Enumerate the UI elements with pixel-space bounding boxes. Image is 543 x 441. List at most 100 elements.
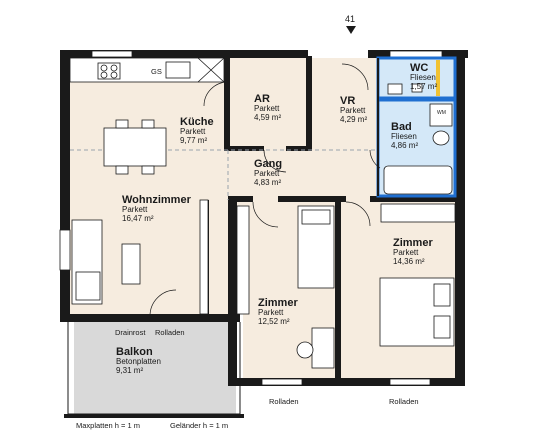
wall-top-left xyxy=(60,50,228,58)
balcony-slab-edge xyxy=(64,414,244,418)
room-name: WC xyxy=(410,62,429,74)
room-floor: Parkett xyxy=(122,205,148,215)
wall-left xyxy=(60,50,70,320)
gs-label: GS xyxy=(151,67,162,76)
window-zimmer2 xyxy=(389,378,431,386)
desk xyxy=(311,327,335,369)
room-gang: Gang Parkett 4,83 m² xyxy=(254,158,282,188)
room-vr: VR Parkett 4,29 m² xyxy=(340,95,367,125)
wall-zimmer-split xyxy=(335,200,341,380)
burner xyxy=(100,64,108,72)
room-area: 4,86 m² xyxy=(391,141,419,151)
balkon-floor xyxy=(74,320,236,418)
wall-ar-vr xyxy=(306,56,312,150)
room-area: 16,47 m² xyxy=(122,214,154,224)
room-floor: Parkett xyxy=(258,308,284,318)
door-ar xyxy=(203,81,229,107)
sofa-seat xyxy=(75,271,101,301)
room-floor: Parkett xyxy=(254,104,280,114)
room-area: 14,36 m² xyxy=(393,257,425,267)
wall-ar-left xyxy=(224,56,230,150)
rolladen-zimmer1-label: Rolladen xyxy=(269,397,299,406)
wall-bottom xyxy=(236,378,465,386)
door-zimmer2 xyxy=(345,201,371,227)
room-name: Küche xyxy=(180,116,214,128)
room-wc: WC Fliesen 1,57 m² xyxy=(410,62,437,92)
counter xyxy=(69,57,225,83)
room-floor: Betonplatten xyxy=(116,357,161,367)
room-zimmer1: Zimmer Parkett 12,52 m² xyxy=(258,297,298,327)
chair xyxy=(141,165,155,175)
door-gang xyxy=(263,149,287,173)
wall-ar-bottom-b xyxy=(286,146,312,151)
chair xyxy=(141,119,155,129)
room-area: 9,77 m² xyxy=(180,136,208,146)
room-balkon: Balkon Betonplatten 9,31 m² xyxy=(116,346,161,376)
zimmer2-furniture xyxy=(379,203,456,347)
room-area: 4,29 m² xyxy=(340,115,368,125)
wall-gang-bottom-a xyxy=(228,196,253,202)
desk-chair xyxy=(296,341,314,359)
room-name: Wohnzimmer xyxy=(122,194,191,206)
axis-label: 41 xyxy=(345,14,356,24)
burner xyxy=(110,71,118,79)
wardrobe-zimmer2 xyxy=(380,203,456,223)
window-wc xyxy=(389,50,443,58)
drainrost-label: Drainrost xyxy=(115,328,146,337)
door-bad xyxy=(369,149,381,169)
window-zimmer1 xyxy=(261,378,303,386)
gelaender-label: Geländer h = 1 m xyxy=(170,421,229,430)
room-area: 9,31 m² xyxy=(116,366,144,376)
wall-balcony-top xyxy=(60,314,240,322)
room-floor: Parkett xyxy=(254,169,280,179)
room-name: Balkon xyxy=(116,346,153,358)
room-area: 1,57 m² xyxy=(410,82,438,92)
room-name: VR xyxy=(340,95,356,107)
room-area: 4,59 m² xyxy=(254,113,282,123)
room-name: Zimmer xyxy=(258,297,298,309)
wall-ar-bottom-a xyxy=(224,146,264,151)
pillow xyxy=(433,283,451,307)
dining-table xyxy=(103,127,167,167)
room-floor: Fliesen xyxy=(410,73,436,83)
room-ar: AR Parkett 4,59 m² xyxy=(254,93,281,123)
room-area: 4,83 m² xyxy=(254,178,282,188)
room-floor: Fliesen xyxy=(391,132,417,142)
living-furniture xyxy=(71,199,209,315)
wall-gang-bottom-c xyxy=(370,196,458,202)
room-bad: Bad Fliesen 4,86 m² xyxy=(391,121,418,151)
rolladen-zimmer2-label: Rolladen xyxy=(389,397,419,406)
wardrobe xyxy=(199,199,209,315)
doors xyxy=(149,63,381,317)
room-floor: Parkett xyxy=(340,106,366,116)
room-name: AR xyxy=(254,93,270,105)
dining-set xyxy=(103,119,167,175)
wm-label: WM xyxy=(437,110,446,116)
room-name: Gang xyxy=(254,158,283,170)
wall-top-mid xyxy=(228,50,308,58)
door-zimmer1 xyxy=(252,201,279,228)
ar-vr-gang-floor xyxy=(228,58,378,208)
room-name: Bad xyxy=(391,121,412,133)
chair xyxy=(115,119,129,129)
washing-machine xyxy=(429,103,453,127)
bathtub xyxy=(383,165,453,195)
pillow xyxy=(433,315,451,339)
room-area: 12,52 m² xyxy=(258,317,290,327)
bath-fixtures xyxy=(383,83,453,195)
burner xyxy=(110,64,118,72)
pillow xyxy=(301,209,331,225)
windows xyxy=(59,50,443,386)
zimmer1-furniture xyxy=(236,205,335,369)
axis-arrow-icon xyxy=(346,26,356,34)
room-floor: Parkett xyxy=(393,248,419,258)
room-zimmer2: Zimmer Parkett 14,36 m² xyxy=(393,237,433,267)
wc-bowl xyxy=(387,83,403,95)
wall-right xyxy=(455,50,465,386)
wall-zimmer1-left xyxy=(228,200,237,386)
room-wohnzimmer: Wohnzimmer Parkett 16,47 m² xyxy=(122,194,191,224)
room-kueche: Küche Parkett 9,77 m² xyxy=(180,116,214,146)
room-name: Zimmer xyxy=(393,237,433,249)
window-kueche xyxy=(91,50,133,58)
wardrobe-zimmer1 xyxy=(236,205,250,315)
